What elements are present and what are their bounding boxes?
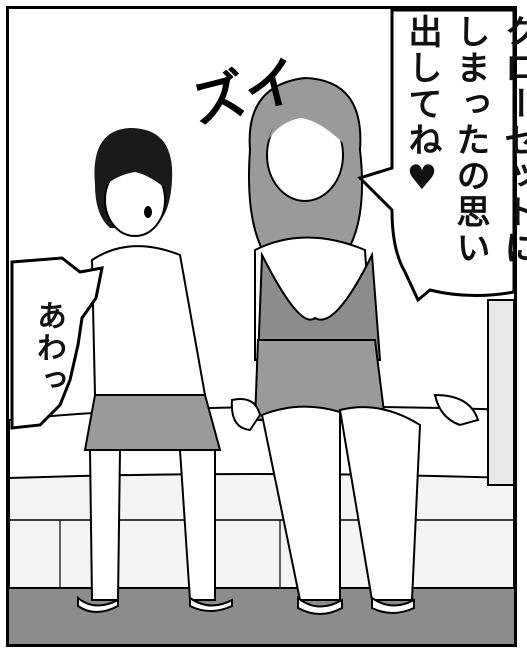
- side-cabinet: [487, 299, 515, 486]
- speech-text-woman: クローゼットにしまったの思い出してね♥: [402, 14, 527, 266]
- speech-bubble-boy: [10, 256, 104, 430]
- floor: [9, 585, 514, 644]
- speech-text-boy: あわっ: [31, 300, 66, 396]
- woman-figure: [230, 76, 480, 615]
- bed-frame: [8, 469, 515, 589]
- boy-figure: [77, 128, 233, 613]
- speech-bubble-woman: [357, 8, 516, 303]
